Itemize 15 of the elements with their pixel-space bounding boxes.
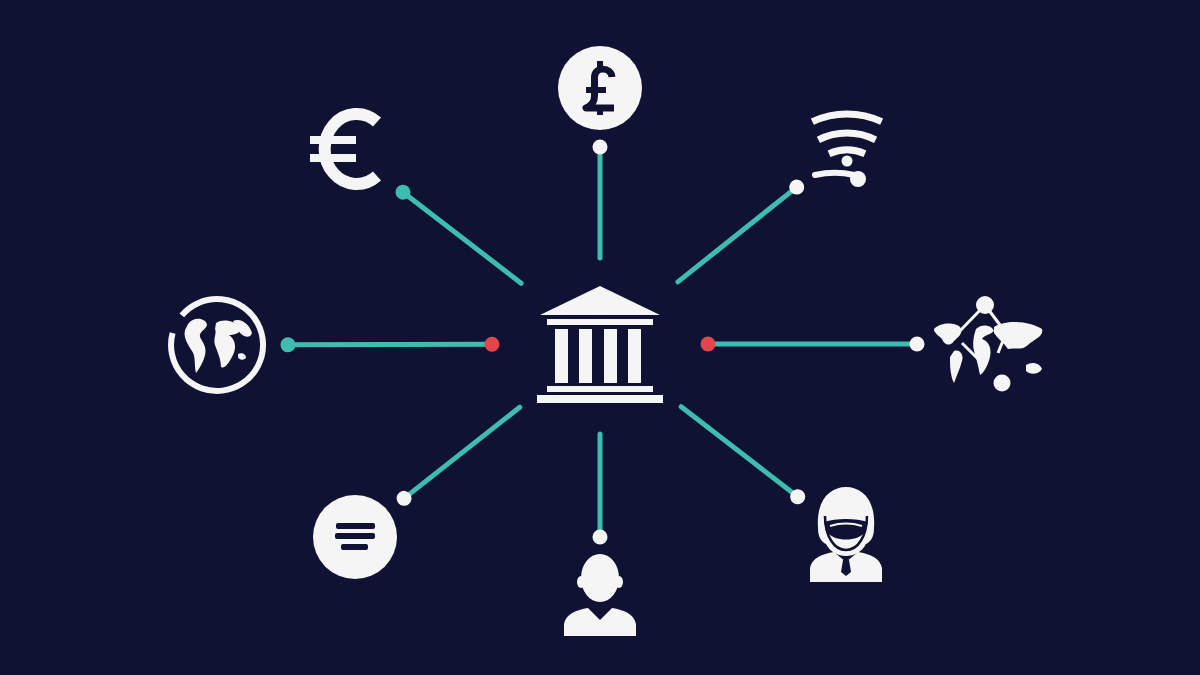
bank-building-icon: [537, 285, 663, 403]
connector-line: [396, 404, 523, 506]
person-icon: [562, 552, 638, 636]
pound-coin-icon: [558, 46, 642, 130]
connector-line: [280, 336, 500, 353]
globe-icon: [166, 294, 268, 396]
masked-person-icon: [808, 486, 884, 582]
connector-line: [395, 184, 524, 286]
connector-line: [592, 431, 608, 545]
euro-sign-icon: [310, 107, 384, 191]
connector-line: [675, 179, 805, 285]
connector-line: [678, 404, 806, 505]
connector-line: [592, 139, 608, 261]
menu-lines-icon: [313, 495, 397, 579]
connector-line: [700, 336, 925, 352]
